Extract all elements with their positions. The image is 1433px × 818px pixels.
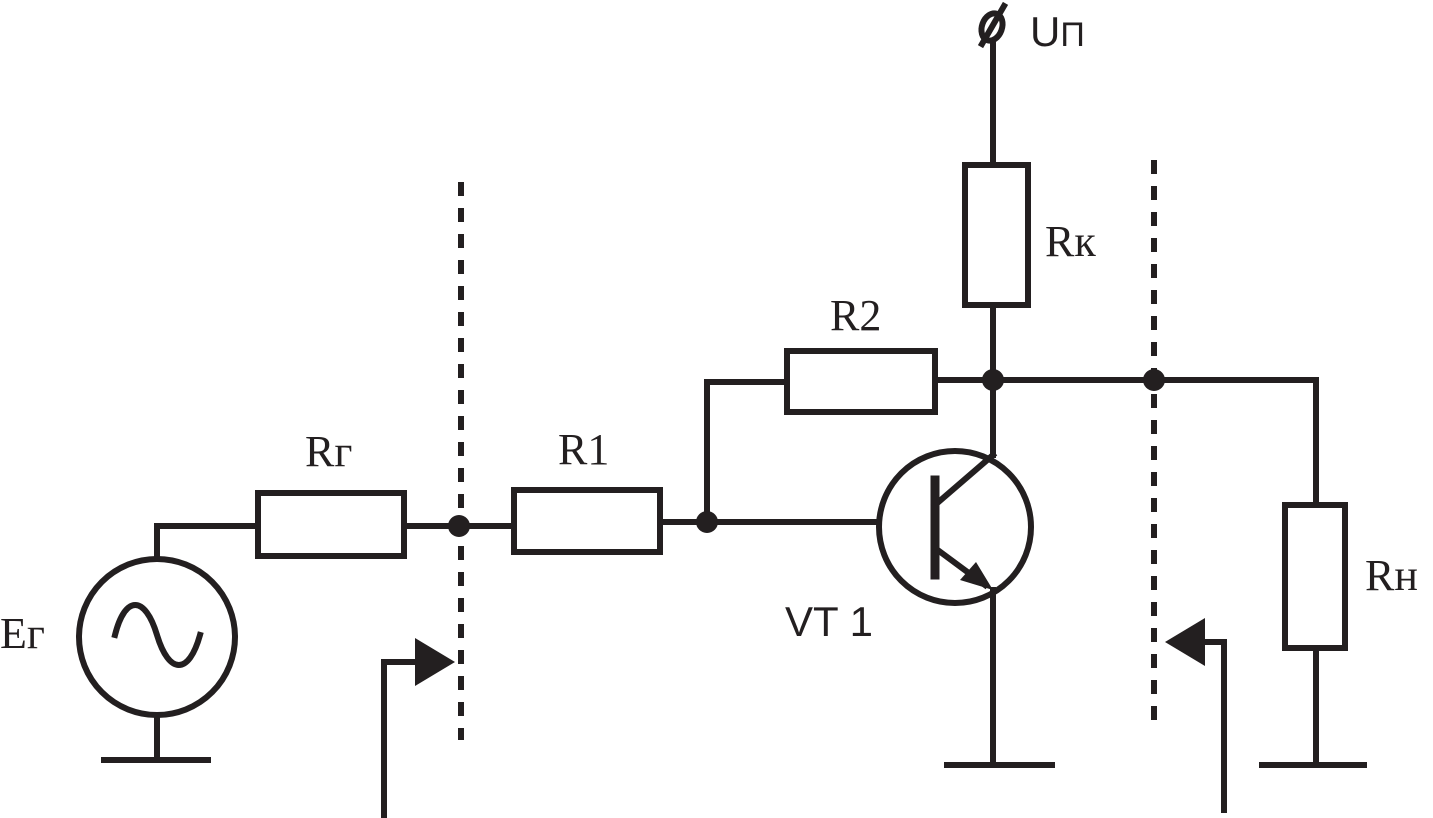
resistor-rk — [962, 162, 1031, 308]
label-r2: R2 — [830, 291, 881, 340]
label-rg: Rг — [305, 427, 352, 476]
ground-icon — [101, 712, 211, 763]
supply-terminal-icon — [977, 1, 1009, 49]
ground-icon — [1259, 645, 1367, 768]
npn-transistor-icon — [876, 448, 1055, 768]
ac-source-icon — [76, 556, 238, 718]
label-rk: Rк — [1045, 217, 1096, 266]
resistor-r1 — [511, 487, 663, 555]
node-collector — [982, 369, 1004, 391]
wire-generator-rg — [154, 523, 261, 561]
label-r1: R1 — [558, 425, 609, 474]
label-vt1: VT 1 — [785, 598, 873, 645]
resistor-rn — [1282, 502, 1348, 651]
port-arrow-icon — [1165, 618, 1227, 813]
label-rn: Rн — [1365, 551, 1418, 600]
port-arrow-icon — [381, 638, 455, 818]
resistor-rg — [255, 490, 407, 559]
wire-r2-base — [704, 379, 790, 525]
label-eg: Eг — [0, 609, 45, 658]
supply-label: UП — [1030, 8, 1085, 55]
resistor-r2 — [784, 348, 938, 415]
